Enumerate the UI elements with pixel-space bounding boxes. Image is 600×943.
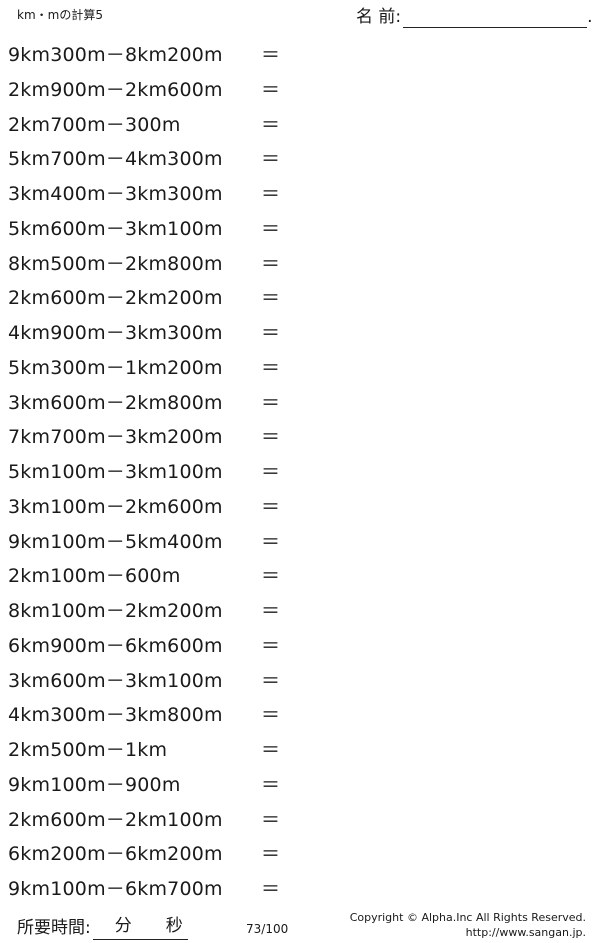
problem-expression: 4km300m－3km800m (8, 704, 223, 727)
problem-expression: 6km200m－6km200m (8, 843, 223, 866)
equals-sign: ＝ (261, 356, 281, 379)
equals-sign: ＝ (261, 704, 281, 727)
equals-sign: ＝ (261, 600, 281, 622)
problem-row: 2km500m－1km ＝ (8, 734, 308, 769)
equals-sign: ＝ (261, 461, 281, 483)
problem-row: 5km700m－4km300m ＝ (8, 143, 308, 178)
equals-sign: ＝ (261, 183, 281, 205)
equals-sign: ＝ (261, 217, 281, 240)
problem-row: 3km400m－3km300m ＝ (8, 178, 308, 213)
problem-row: 8km500m－2km800m ＝ (8, 248, 308, 283)
name-field: 名 前: . (356, 6, 593, 28)
problem-expression: 2km700m－300m (8, 113, 181, 136)
equals-sign: ＝ (261, 148, 281, 171)
site-url: http://www.sangan.jp. (465, 926, 586, 939)
equals-sign: ＝ (261, 565, 281, 588)
problem-row: 5km300m－1km200m ＝ (8, 352, 308, 387)
problem-row: 4km300m－3km800m ＝ (8, 699, 308, 734)
problem-expression: 9km100m－5km400m (8, 530, 223, 553)
problem-row: 4km900m－3km300m ＝ (8, 317, 308, 352)
problem-expression: 2km900m－2km600m (8, 78, 223, 101)
problem-expression: 8km500m－2km800m (8, 252, 223, 275)
equals-sign: ＝ (261, 322, 281, 344)
problem-expression: 3km400m－3km300m (8, 183, 223, 205)
worksheet-title: km・mの計算5 (17, 8, 103, 22)
equals-sign: ＝ (261, 530, 281, 553)
problem-row: 9km100m－900m ＝ (8, 769, 308, 804)
problem-expression: 2km600m－2km100m (8, 808, 223, 831)
problem-expression: 3km100m－2km600m (8, 495, 223, 518)
problem-row: 9km100m－6km700m ＝ (8, 873, 308, 908)
problem-expression: 2km100m－600m (8, 565, 181, 588)
copyright-block: Copyright © Alpha.Inc All Rights Reserve… (350, 910, 586, 940)
equals-sign: ＝ (261, 878, 281, 900)
name-blank-line (403, 9, 588, 28)
equals-sign: ＝ (261, 773, 281, 796)
copyright-text: Copyright © Alpha.Inc All Rights Reserve… (349, 911, 586, 924)
time-required-label: 所要時間: (17, 918, 91, 938)
equals-sign: ＝ (261, 739, 281, 761)
time-blank-line: 分 秒 (92, 914, 188, 940)
problem-expression: 6km900m－6km600m (8, 634, 223, 657)
equals-sign: ＝ (261, 669, 281, 692)
problem-row: 2km600m－2km100m ＝ (8, 804, 308, 839)
problem-expression: 2km600m－2km200m (8, 287, 223, 310)
problem-row: 8km100m－2km200m ＝ (8, 595, 308, 630)
problem-expression: 5km300m－1km200m (8, 356, 223, 379)
problem-row: 6km200m－6km200m ＝ (8, 838, 308, 873)
problem-expression: 3km600m－2km800m (8, 391, 223, 414)
problem-row: 3km600m－2km800m ＝ (8, 387, 308, 422)
problem-row: 2km900m－2km600m ＝ (8, 74, 308, 109)
equals-sign: ＝ (261, 426, 281, 449)
problem-expression: 8km100m－2km200m (8, 600, 223, 622)
equals-sign: ＝ (261, 634, 281, 657)
time-required-field: 所要時間: 分 秒 (17, 914, 188, 940)
page-count: 73/100 (246, 922, 289, 936)
problem-expression: 3km600m－3km100m (8, 669, 223, 692)
problem-expression: 7km700m－3km200m (8, 426, 223, 449)
problem-expression: 4km900m－3km300m (8, 322, 223, 344)
name-end-dot: . (587, 7, 593, 27)
seconds-unit: 秒 (165, 916, 183, 936)
problem-list: 9km300m－8km200m ＝ 2km900m－2km600m ＝ 2km700m－… (8, 39, 308, 908)
problem-row: 2km100m－600m ＝ (8, 560, 308, 595)
problem-row: 2km600m－2km200m ＝ (8, 282, 308, 317)
equals-sign: ＝ (261, 843, 281, 866)
equals-sign: ＝ (261, 78, 281, 101)
problem-expression: 5km100m－3km100m (8, 461, 223, 483)
problem-expression: 2km500m－1km (8, 739, 168, 761)
problem-row: 3km100m－2km600m ＝ (8, 491, 308, 526)
equals-sign: ＝ (261, 391, 281, 414)
problem-row: 5km600m－3km100m ＝ (8, 213, 308, 248)
equals-sign: ＝ (261, 252, 281, 275)
problem-expression: 5km600m－3km100m (8, 217, 223, 240)
problem-row: 9km300m－8km200m ＝ (8, 39, 308, 74)
problem-expression: 5km700m－4km300m (8, 148, 223, 171)
equals-sign: ＝ (261, 113, 281, 136)
problem-row: 9km100m－5km400m ＝ (8, 526, 308, 561)
problem-expression: 9km100m－900m (8, 773, 181, 796)
equals-sign: ＝ (261, 808, 281, 831)
problem-expression: 9km100m－6km700m (8, 878, 223, 900)
problem-row: 5km100m－3km100m ＝ (8, 456, 308, 491)
equals-sign: ＝ (261, 44, 281, 66)
equals-sign: ＝ (261, 287, 281, 310)
name-label: 名 前: (356, 7, 402, 27)
problem-row: 7km700m－3km200m ＝ (8, 421, 308, 456)
problem-row: 6km900m－6km600m ＝ (8, 630, 308, 665)
problem-row: 2km700m－300m ＝ (8, 109, 308, 144)
minutes-unit: 分 (114, 916, 132, 936)
equals-sign: ＝ (261, 495, 281, 518)
problem-row: 3km600m－3km100m ＝ (8, 665, 308, 700)
problem-expression: 9km300m－8km200m (8, 44, 223, 66)
